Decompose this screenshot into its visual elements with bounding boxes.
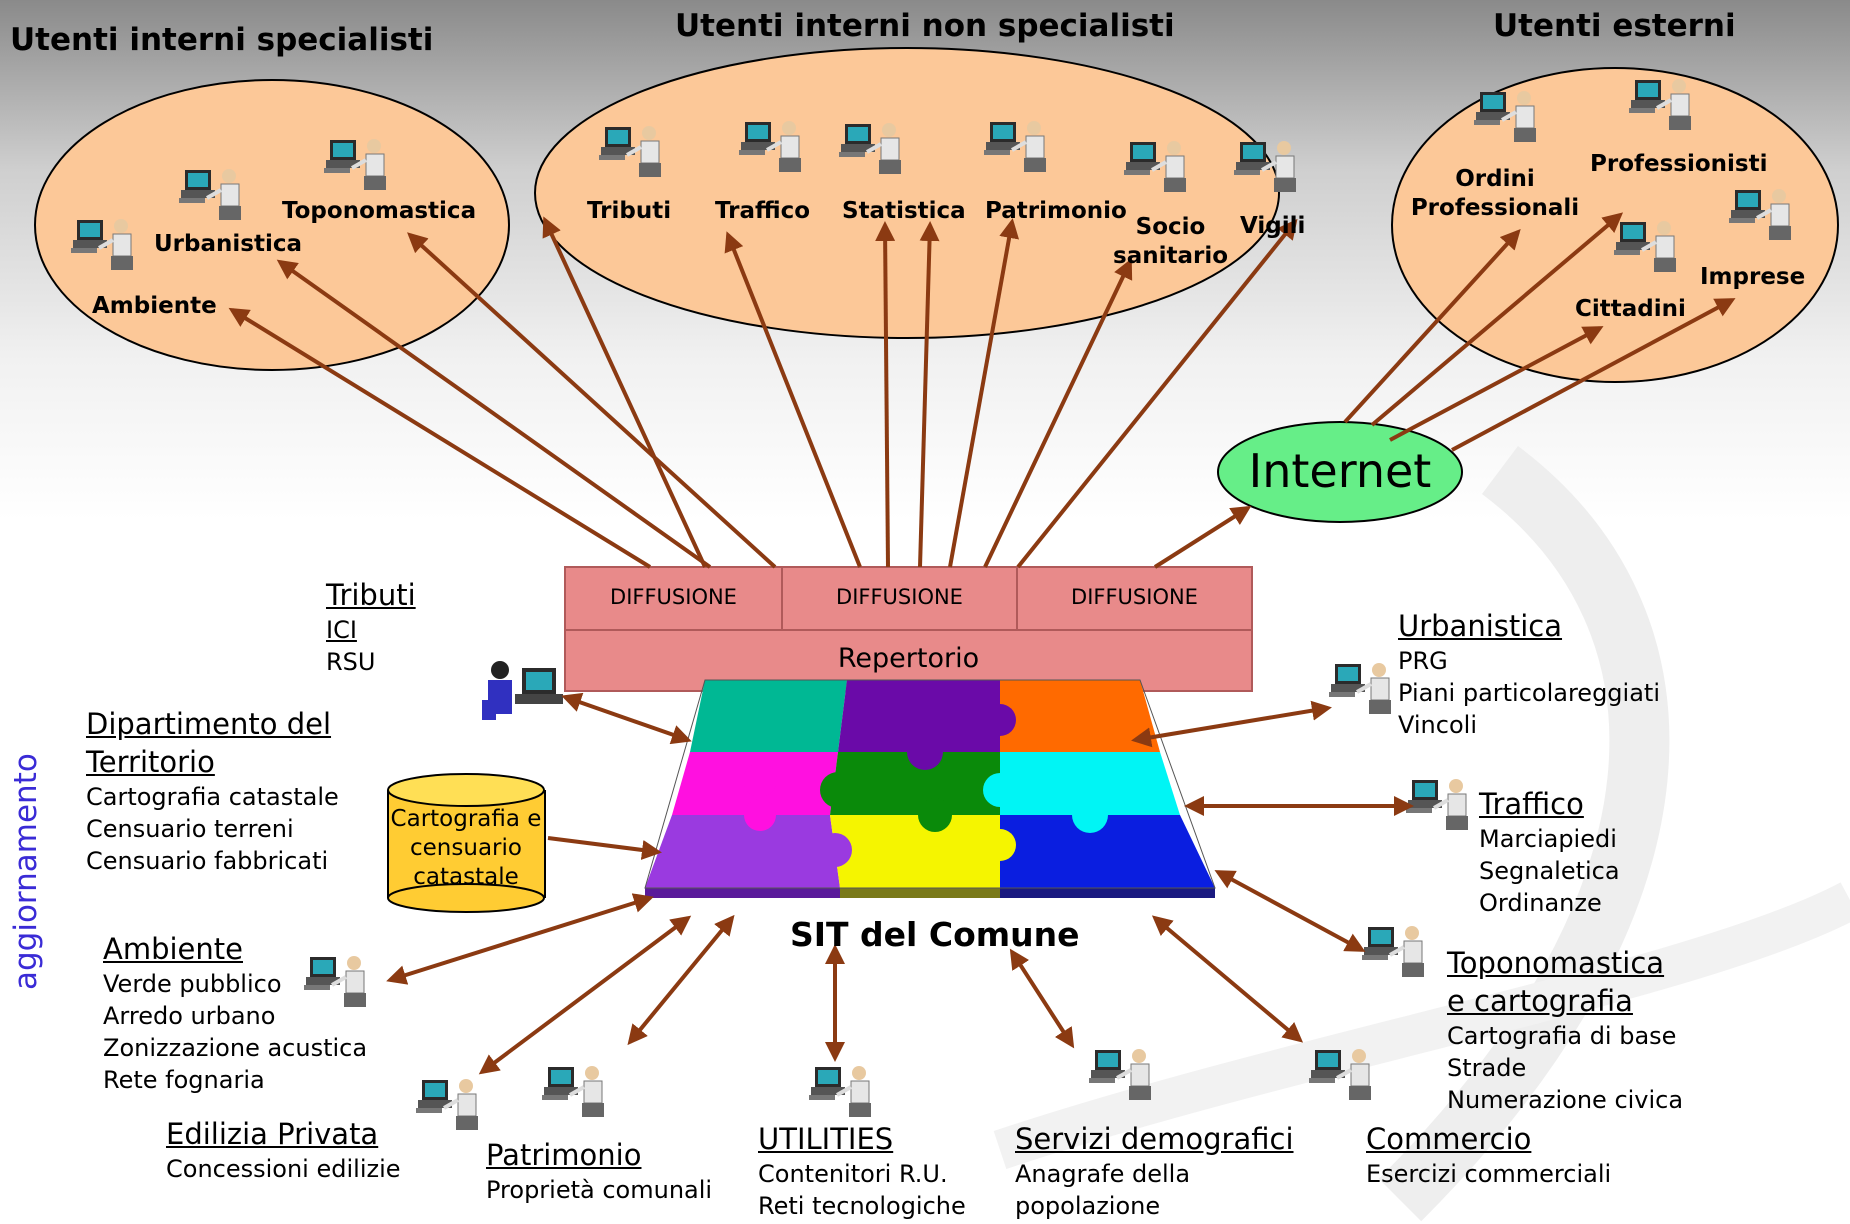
heading-external: Utenti esterni xyxy=(1493,8,1736,44)
group-title: Territorio xyxy=(86,745,215,779)
group-item: Arredo urbano xyxy=(103,1002,276,1030)
group-servizi: Servizi demografici Anagrafe della popol… xyxy=(1015,1120,1294,1222)
group-item: Marciapiedi xyxy=(1479,825,1617,853)
user-label-toponomastica: Toponomastica xyxy=(282,198,477,224)
group-title: Urbanistica xyxy=(1398,609,1563,643)
group-title: UTILITIES xyxy=(758,1122,894,1156)
group-item: Concessioni edilizie xyxy=(166,1155,401,1183)
group-commercio: Commercio Esercizi commerciali xyxy=(1366,1120,1611,1190)
group-item: Strade xyxy=(1447,1054,1527,1082)
group-item: Cartografia di base xyxy=(1447,1022,1677,1050)
group-item: PRG xyxy=(1398,647,1448,675)
group-edilizia: Edilizia Privata Concessioni edilizie xyxy=(166,1115,401,1185)
group-title: Servizi demografici xyxy=(1015,1122,1294,1156)
group-item: Ordinanze xyxy=(1479,889,1602,917)
group-patrimonio: Patrimonio Proprietà comunali xyxy=(486,1136,712,1206)
group-title: Commercio xyxy=(1366,1122,1532,1156)
group-title: Dipartimento del xyxy=(86,707,332,741)
sit-puzzle-board xyxy=(644,679,1216,898)
user-label-patrimonio: Patrimonio xyxy=(985,198,1127,224)
group-toponomastica: Toponomastica e cartografia Cartografia … xyxy=(1447,944,1683,1116)
diffusion-label-1: DIFFUSIONE xyxy=(610,585,737,609)
group-item: Zonizzazione acustica xyxy=(103,1034,368,1062)
group-item: Censuario terreni xyxy=(86,815,294,843)
group-item: Segnaletica xyxy=(1479,857,1620,885)
group-item: Numerazione civica xyxy=(1447,1086,1684,1114)
aggiornamento-label: aggiornamento xyxy=(8,753,44,990)
user-label-traffico: Traffico xyxy=(715,198,811,224)
sit-title: SIT del Comune xyxy=(790,915,1080,954)
non-specialists-ellipse xyxy=(534,47,1280,339)
group-title: Patrimonio xyxy=(486,1138,642,1172)
group-item: Anagrafe della xyxy=(1015,1160,1191,1188)
user-label-professionisti: Professionisti xyxy=(1590,151,1768,177)
heading-non-specialists: Utenti interni non specialisti xyxy=(675,8,1175,44)
group-utilities: UTILITIES Contenitori R.U. Reti tecnolog… xyxy=(758,1120,966,1222)
group-item: Verde pubblico xyxy=(103,970,282,998)
internet-node xyxy=(1217,421,1463,523)
group-tributi: Tributi ICI RSU xyxy=(326,576,416,678)
user-label-urbanistica: Urbanistica xyxy=(154,231,302,257)
group-item: Esercizi commerciali xyxy=(1366,1160,1612,1188)
user-label-ambiente: Ambiente xyxy=(92,293,217,319)
cylinder-label: Cartografia e censuario catastale xyxy=(390,806,542,890)
diffusion-label-3: DIFFUSIONE xyxy=(1071,585,1198,609)
group-item: RSU xyxy=(326,648,376,676)
user-workstation-icon xyxy=(1327,661,1393,716)
user-label-imprese: Imprese xyxy=(1700,264,1806,290)
heading-specialists: Utenti interni specialisti xyxy=(10,22,434,58)
catastale-cylinder xyxy=(387,773,546,913)
group-title: e cartografia xyxy=(1447,984,1633,1018)
group-item: ICI xyxy=(326,616,357,644)
group-title: Ambiente xyxy=(103,932,243,966)
group-title: Traffico xyxy=(1479,787,1584,821)
group-title: Tributi xyxy=(326,578,416,612)
group-item: Vincoli xyxy=(1398,711,1477,739)
group-item: Contenitori R.U. xyxy=(758,1160,948,1188)
user-workstation-icon xyxy=(1360,924,1426,979)
internet-label: Internet xyxy=(1248,444,1432,498)
group-item: Proprietà comunali xyxy=(486,1176,713,1204)
user-label-ordini-professionali: Ordini Professionali xyxy=(1410,166,1580,221)
group-dipartimento: Dipartimento del Territorio Cartografia … xyxy=(86,705,339,877)
user-workstation-icon xyxy=(1404,777,1470,832)
group-item: Cartografia catastale xyxy=(86,783,339,811)
group-urbanistica: Urbanistica PRG Piani particolareggiati … xyxy=(1398,607,1660,741)
repertorio-label: Repertorio xyxy=(837,643,980,674)
user-label-cittadini: Cittadini xyxy=(1575,296,1686,322)
group-item: Rete fognaria xyxy=(103,1066,265,1094)
group-traffico: Traffico Marciapiedi Segnaletica Ordinan… xyxy=(1479,785,1620,919)
group-ambiente: Ambiente Verde pubblico Arredo urbano Zo… xyxy=(103,930,367,1096)
diffusion-label-2: DIFFUSIONE xyxy=(836,585,963,609)
user-label-socio-sanitario: Socio sanitario xyxy=(1113,214,1229,269)
group-title: Toponomastica xyxy=(1447,946,1665,980)
user-workstation-icon xyxy=(1307,1047,1373,1102)
user-workstation-icon xyxy=(540,1064,606,1119)
specialists-ellipse xyxy=(34,79,510,371)
user-label-tributi: Tributi xyxy=(587,198,672,224)
group-item: Reti tecnologiche xyxy=(758,1192,966,1220)
group-item: Piani particolareggiati xyxy=(1398,679,1660,707)
user-label-statistica: Statistica xyxy=(842,198,966,224)
user-label-vigili: Vigili xyxy=(1240,213,1306,239)
group-item: popolazione xyxy=(1015,1192,1161,1220)
user-workstation-icon xyxy=(807,1064,873,1119)
group-item: Censuario fabbricati xyxy=(86,847,329,875)
operator-icon xyxy=(482,661,563,720)
user-workstation-icon xyxy=(414,1077,480,1132)
group-title: Edilizia Privata xyxy=(166,1117,379,1151)
